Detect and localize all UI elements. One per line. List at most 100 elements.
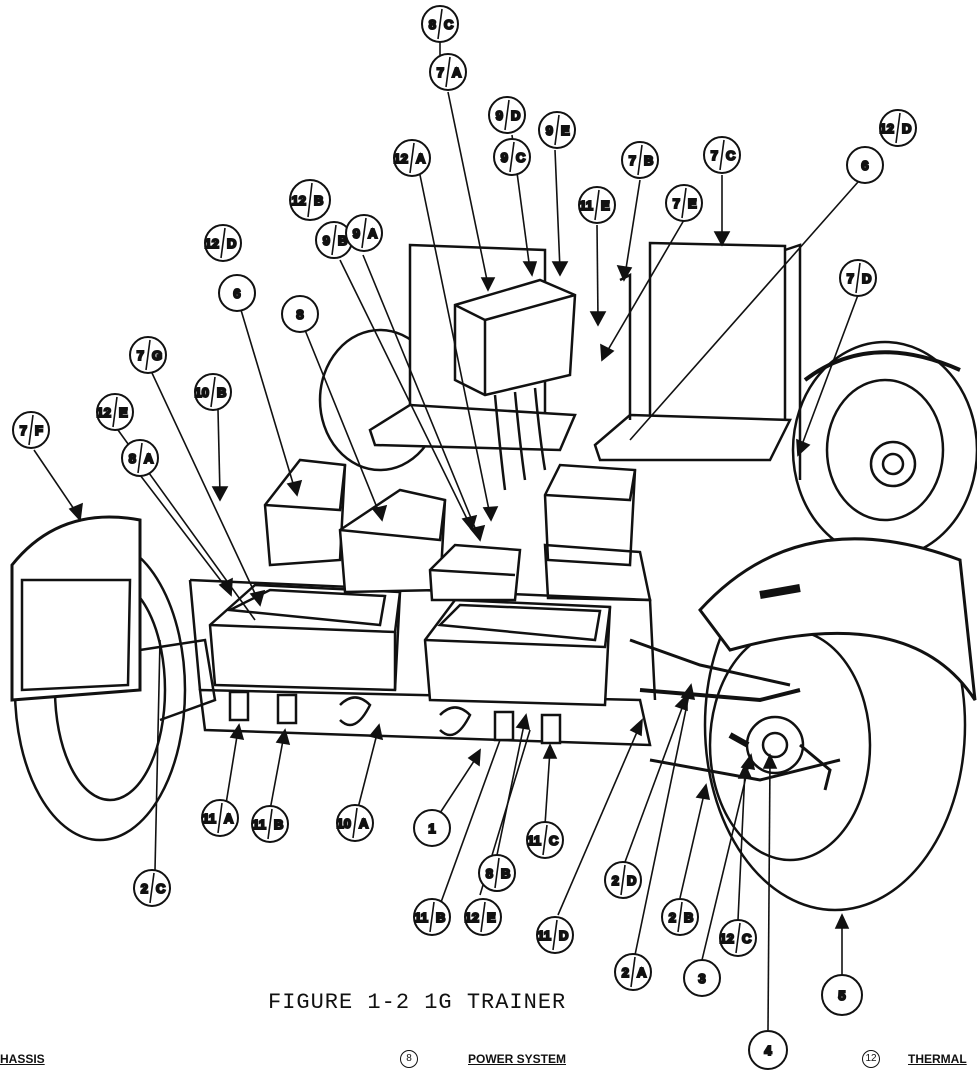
- callout-letter: D: [627, 873, 636, 888]
- callout-number: 11: [252, 817, 266, 832]
- callout-number: 12: [205, 236, 219, 251]
- callout-number: 12: [880, 121, 894, 136]
- callout-letter: D: [559, 928, 568, 943]
- callout-letter: A: [224, 811, 234, 826]
- callout-5: 5: [821, 974, 863, 1016]
- callout-number: 9: [323, 233, 330, 248]
- callout-letter: D: [902, 121, 911, 136]
- callout-letter: A: [359, 816, 369, 831]
- right-battery-box: [423, 598, 612, 707]
- right-electronics-box: [543, 463, 637, 567]
- callout-10A: 10 A: [336, 804, 374, 842]
- callout-number: 11: [202, 811, 216, 826]
- callout-letter: C: [516, 150, 526, 165]
- callout-6-left: 6: [218, 274, 256, 312]
- callout-number: 4: [764, 1043, 772, 1058]
- callout-letter: E: [688, 196, 697, 211]
- callout-number: 12: [465, 910, 479, 925]
- legend-number-power: 8: [400, 1050, 418, 1068]
- callout-12D-top: 12 D: [879, 109, 917, 147]
- callout-letter: B: [644, 153, 653, 168]
- callout-number: 5: [838, 988, 845, 1003]
- callout-letter: C: [726, 148, 736, 163]
- callout-letter: D: [862, 271, 871, 286]
- callout-letter: D: [511, 108, 520, 123]
- callout-letter: E: [601, 198, 610, 213]
- callout-number: 3: [698, 971, 705, 986]
- callout-number: 6: [861, 158, 868, 173]
- legend-chassis: HASSIS: [0, 1052, 45, 1066]
- left-battery-box: [208, 583, 402, 692]
- callout-letter: A: [144, 451, 154, 466]
- callout-number: 7: [711, 148, 718, 163]
- callout-number: 7: [437, 65, 444, 80]
- front-left-fender: [10, 515, 142, 702]
- callout-letter: A: [416, 151, 426, 166]
- callout-12C: 12 C: [719, 919, 757, 957]
- callout-number: 2: [141, 881, 148, 896]
- callout-number: 10: [337, 816, 351, 831]
- callout-letter: B: [314, 193, 323, 208]
- callout-letter: B: [338, 233, 347, 248]
- callout-letter: B: [274, 817, 283, 832]
- callout-number: 9: [496, 108, 503, 123]
- callout-11D: 11 D: [536, 916, 574, 954]
- callout-letter: A: [452, 65, 462, 80]
- callout-number: 7: [673, 196, 680, 211]
- callout-number: 11: [537, 928, 551, 943]
- callout-number: 2: [622, 965, 629, 980]
- callout-letter: B: [684, 910, 693, 925]
- callout-letter: C: [444, 17, 454, 32]
- callout-letter: C: [742, 931, 752, 946]
- callout-8: 8: [281, 295, 319, 333]
- callout-letter: E: [119, 405, 128, 420]
- legend-thermal: THERMAL: [908, 1052, 967, 1066]
- connector-11c: [540, 713, 562, 745]
- callout-number: 12: [394, 151, 408, 166]
- callout-number: 7: [629, 153, 636, 168]
- left-electronics-box: [263, 458, 347, 567]
- figure-caption: FIGURE 1-2 1G TRAINER: [268, 990, 567, 1015]
- callout-number: 9: [546, 123, 553, 138]
- callout-number: 9: [501, 150, 508, 165]
- suspension-upper-arm: [639, 688, 801, 703]
- callout-number: 12: [720, 931, 734, 946]
- callout-11A: 11 A: [201, 799, 239, 837]
- suspension-lower-arm: [629, 638, 791, 687]
- callout-number: 11: [527, 833, 541, 848]
- callout-12A: 12 A: [393, 139, 431, 177]
- callout-letter: D: [227, 236, 236, 251]
- callout-letter: A: [637, 965, 647, 980]
- callout-number: 8: [129, 451, 136, 466]
- callout-letter: A: [368, 226, 378, 241]
- callout-number: 8: [296, 307, 303, 322]
- legend-number-thermal: 12: [862, 1050, 880, 1068]
- callout-letter: E: [561, 123, 570, 138]
- right-seat-base: [593, 413, 792, 462]
- callout-number: 6: [233, 286, 240, 301]
- callout-1: 1: [413, 809, 451, 847]
- callout-11B: 11 B: [251, 805, 289, 843]
